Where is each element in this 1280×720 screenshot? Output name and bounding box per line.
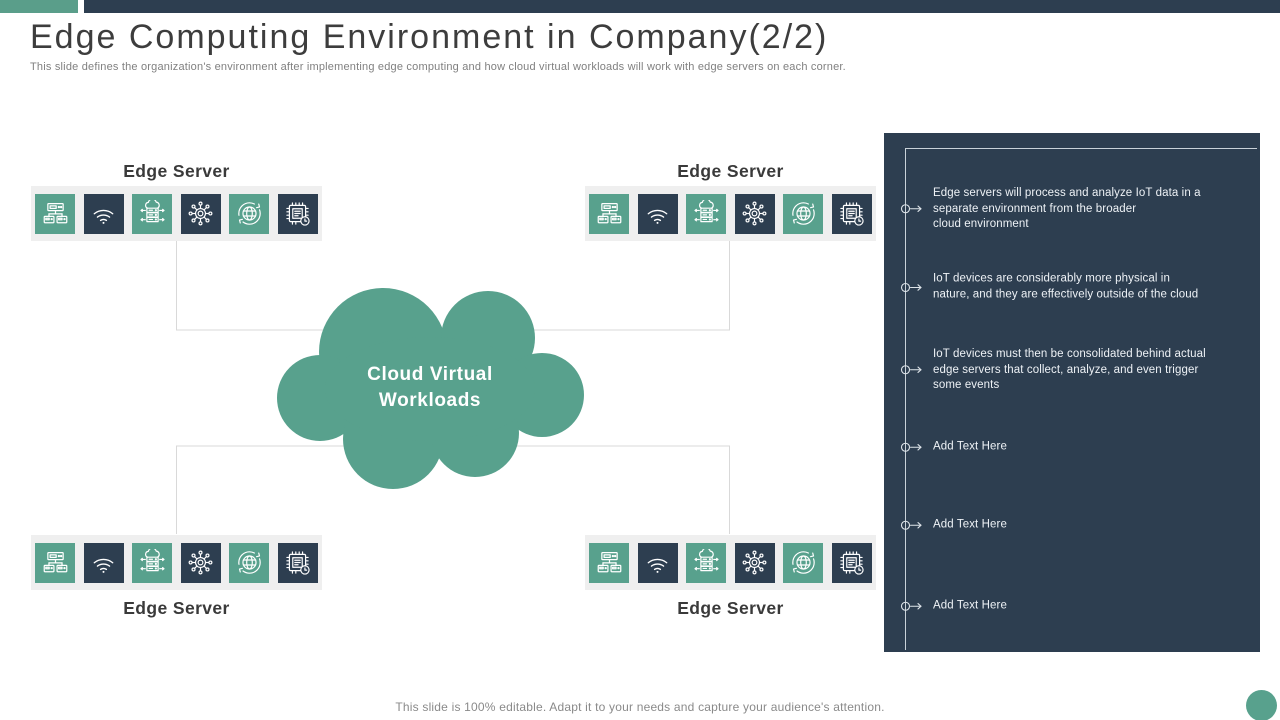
bullet-item-6[interactable]: Add Text Here	[900, 598, 1252, 614]
bullet-marker-icon	[900, 601, 922, 611]
cloud-label-line2: Workloads	[378, 390, 482, 411]
bullet-item-1: Edge servers will process and analyze Io…	[900, 186, 1252, 233]
page-subtitle: This slide defines the organization's en…	[30, 61, 846, 73]
icon-strip	[31, 535, 322, 590]
cloud-shape	[277, 288, 584, 489]
bullet-marker-icon	[900, 282, 922, 292]
chip-clock-icon	[277, 542, 318, 583]
cloud-server-icon	[132, 542, 173, 583]
corner-dot	[1246, 690, 1277, 720]
bullet-text: Edge servers will process and analyze Io…	[933, 186, 1201, 230]
bullet-item-4[interactable]: Add Text Here	[900, 439, 1252, 455]
accent-bar-navy	[84, 0, 1280, 13]
wifi-icon	[637, 542, 678, 583]
edge-server-label: Edge Server	[123, 598, 230, 618]
add-text-placeholder[interactable]: Add Text Here	[933, 599, 1007, 612]
wifi-icon	[83, 193, 124, 234]
notes-panel: Edge servers will process and analyze Io…	[884, 133, 1260, 652]
edge-server-group-bottom-left: Edge Server	[31, 535, 322, 619]
bullet-item-3: IoT devices must then be consolidated be…	[900, 347, 1252, 394]
cloud-label-line1: Cloud Virtual	[367, 364, 493, 385]
network-servers-icon	[589, 542, 630, 583]
cloud-label: Cloud Virtual Workloads	[270, 362, 590, 414]
bullet-text: IoT devices are considerably more physic…	[933, 272, 1199, 301]
network-servers-icon	[35, 193, 76, 234]
cloud-server-icon	[686, 193, 727, 234]
icon-strip	[31, 186, 322, 241]
globe-sync-icon	[783, 193, 824, 234]
network-hub-icon	[180, 542, 221, 583]
globe-sync-icon	[783, 542, 824, 583]
bullet-marker-icon	[900, 520, 922, 530]
page-title: Edge Computing Environment in Company(2/…	[30, 18, 829, 56]
bullet-marker-icon	[900, 442, 922, 452]
panel-top-line	[905, 148, 1257, 149]
edge-server-label: Edge Server	[677, 598, 784, 618]
icon-strip	[585, 186, 876, 241]
globe-sync-icon	[229, 542, 270, 583]
network-hub-icon	[180, 193, 221, 234]
icon-strip	[585, 535, 876, 590]
network-hub-icon	[734, 193, 775, 234]
network-servers-icon	[589, 193, 630, 234]
bullet-item-5[interactable]: Add Text Here	[900, 517, 1252, 533]
chip-clock-icon	[277, 193, 318, 234]
network-hub-icon	[734, 542, 775, 583]
wifi-icon	[83, 542, 124, 583]
globe-sync-icon	[229, 193, 270, 234]
chip-clock-icon	[831, 193, 872, 234]
chip-clock-icon	[831, 542, 872, 583]
bullet-marker-icon	[900, 365, 922, 375]
panel-spine-line	[905, 148, 906, 650]
footer-note: This slide is 100% editable. Adapt it to…	[395, 700, 885, 714]
add-text-placeholder[interactable]: Add Text Here	[933, 440, 1007, 453]
wifi-icon	[637, 193, 678, 234]
edge-server-group-bottom-right: Edge Server	[585, 535, 876, 619]
edge-server-group-top-left: Edge Server	[31, 160, 322, 241]
add-text-placeholder[interactable]: Add Text Here	[933, 518, 1007, 531]
bullet-item-2: IoT devices are considerably more physic…	[900, 272, 1252, 303]
bullet-text: IoT devices must then be consolidated be…	[933, 347, 1206, 391]
edge-server-label: Edge Server	[123, 161, 230, 181]
accent-bar-teal	[0, 0, 78, 13]
bullet-marker-icon	[900, 204, 922, 214]
edge-server-label: Edge Server	[677, 161, 784, 181]
edge-server-group-top-right: Edge Server	[585, 160, 876, 241]
cloud-server-icon	[132, 193, 173, 234]
network-servers-icon	[35, 542, 76, 583]
cloud-server-icon	[686, 542, 727, 583]
